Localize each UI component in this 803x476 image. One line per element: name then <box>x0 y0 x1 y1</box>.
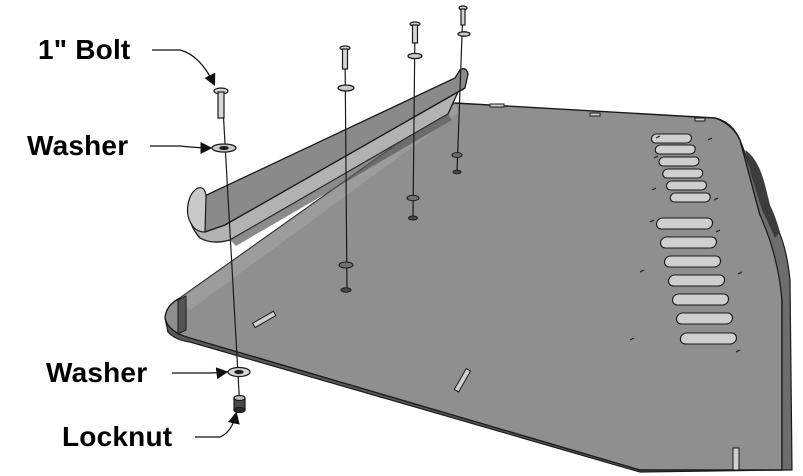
right-rim-dark <box>745 150 780 238</box>
right-rim <box>714 117 793 471</box>
leader-washer-top <box>150 141 213 154</box>
leader-locknut <box>195 411 240 438</box>
slot-marks <box>629 135 743 353</box>
label-washer-bottom: Washer <box>46 357 148 388</box>
lower-slot-group <box>655 217 738 345</box>
upper-slot-group <box>650 133 711 203</box>
plate-tabs <box>251 103 740 471</box>
bracket-plate-shadow <box>230 114 452 246</box>
bolt-hardware <box>213 5 468 119</box>
hole-markers <box>338 152 463 293</box>
leader-lines <box>150 49 240 438</box>
washer-hardware <box>211 31 471 378</box>
label-washer-top: Washer <box>27 130 129 161</box>
locknut-hardware <box>233 394 246 414</box>
plate-corner-notch <box>177 295 187 335</box>
bracket-end-cap <box>186 187 207 233</box>
label-locknut: Locknut <box>62 421 173 452</box>
leader-washer-bottom <box>172 367 229 380</box>
leader-bolt <box>152 49 216 87</box>
label-bolt: 1" Bolt <box>38 34 131 65</box>
